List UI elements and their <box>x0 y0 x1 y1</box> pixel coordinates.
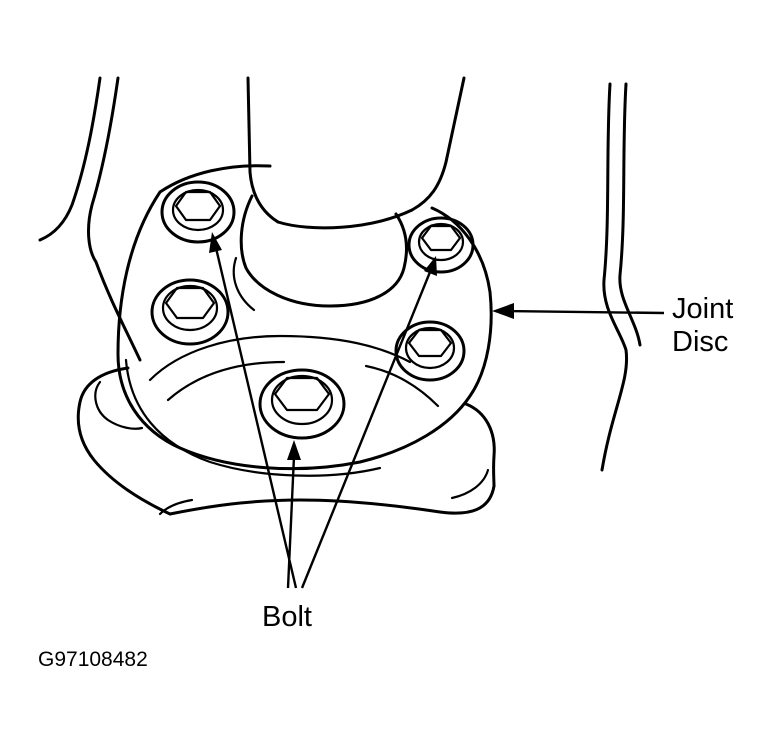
bolt-bottom-center <box>258 368 346 440</box>
drive-shaft <box>232 76 466 312</box>
bolt-middle-left <box>150 278 230 346</box>
joint-disc-label-line2: Disc <box>672 326 729 358</box>
bolt-leaders <box>209 232 437 589</box>
figure-code: G97108482 <box>38 648 148 671</box>
left-frame-outline <box>38 76 142 362</box>
joint-disc <box>116 164 493 477</box>
joint-disc-leader <box>492 303 665 319</box>
right-frame-outline <box>600 82 642 472</box>
joint-disc-label-line1: Joint <box>672 293 734 325</box>
bolt-top-right <box>407 216 475 274</box>
joint-disc-label: Joint Disc <box>672 293 733 359</box>
bolt-middle-right <box>394 320 466 382</box>
flange-housing <box>76 366 496 516</box>
bolt-top-left <box>160 180 236 244</box>
bolt-label: Bolt <box>262 601 312 633</box>
